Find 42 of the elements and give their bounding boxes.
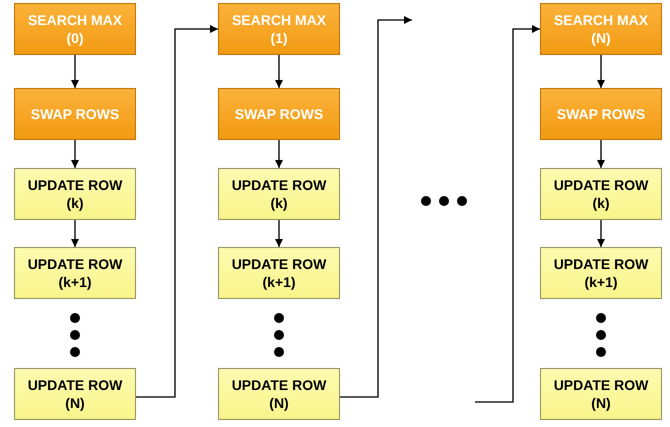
step-label: UPDATE ROW (k+1) (231, 255, 327, 291)
arrow (340, 16, 412, 398)
process-box (540, 368, 662, 420)
process-box (14, 3, 136, 55)
step-label: UPDATE ROW (k) (231, 176, 327, 212)
step-label: UPDATE ROW (k+1) (553, 255, 649, 291)
process-box (218, 3, 340, 55)
arrow (275, 140, 283, 168)
step-label: SEARCH MAX (1) (231, 11, 327, 47)
arrow (71, 220, 79, 247)
step-label: UPDATE ROW (k) (27, 176, 123, 212)
step-label: UPDATE ROW (k+1) (27, 255, 123, 291)
step-label: SEARCH MAX (0) (27, 11, 123, 47)
step-label: UPDATE ROW (N) (553, 376, 649, 412)
arrow (275, 220, 283, 247)
arrow (71, 55, 79, 88)
step-label: UPDATE ROW (N) (27, 376, 123, 412)
process-box (218, 88, 340, 140)
process-box (218, 368, 340, 420)
process-box (540, 88, 662, 140)
step-label: SWAP ROWS (30, 105, 120, 123)
process-box (218, 247, 340, 299)
process-box (14, 168, 136, 220)
step-label: UPDATE ROW (k) (553, 176, 649, 212)
process-box (14, 368, 136, 420)
arrow (136, 25, 218, 398)
arrow (71, 140, 79, 168)
step-label: SWAP ROWS (234, 105, 324, 123)
arrow (597, 220, 605, 247)
step-label: SEARCH MAX (N) (553, 11, 649, 47)
arrow (597, 55, 605, 88)
step-label: SWAP ROWS (556, 105, 646, 123)
arrow (597, 140, 605, 168)
process-box (14, 247, 136, 299)
step-label: UPDATE ROW (N) (231, 376, 327, 412)
process-box (540, 3, 662, 55)
process-box (14, 88, 136, 140)
process-box (540, 168, 662, 220)
process-box (540, 247, 662, 299)
arrow (275, 55, 283, 88)
process-box (218, 168, 340, 220)
arrow (475, 25, 540, 403)
